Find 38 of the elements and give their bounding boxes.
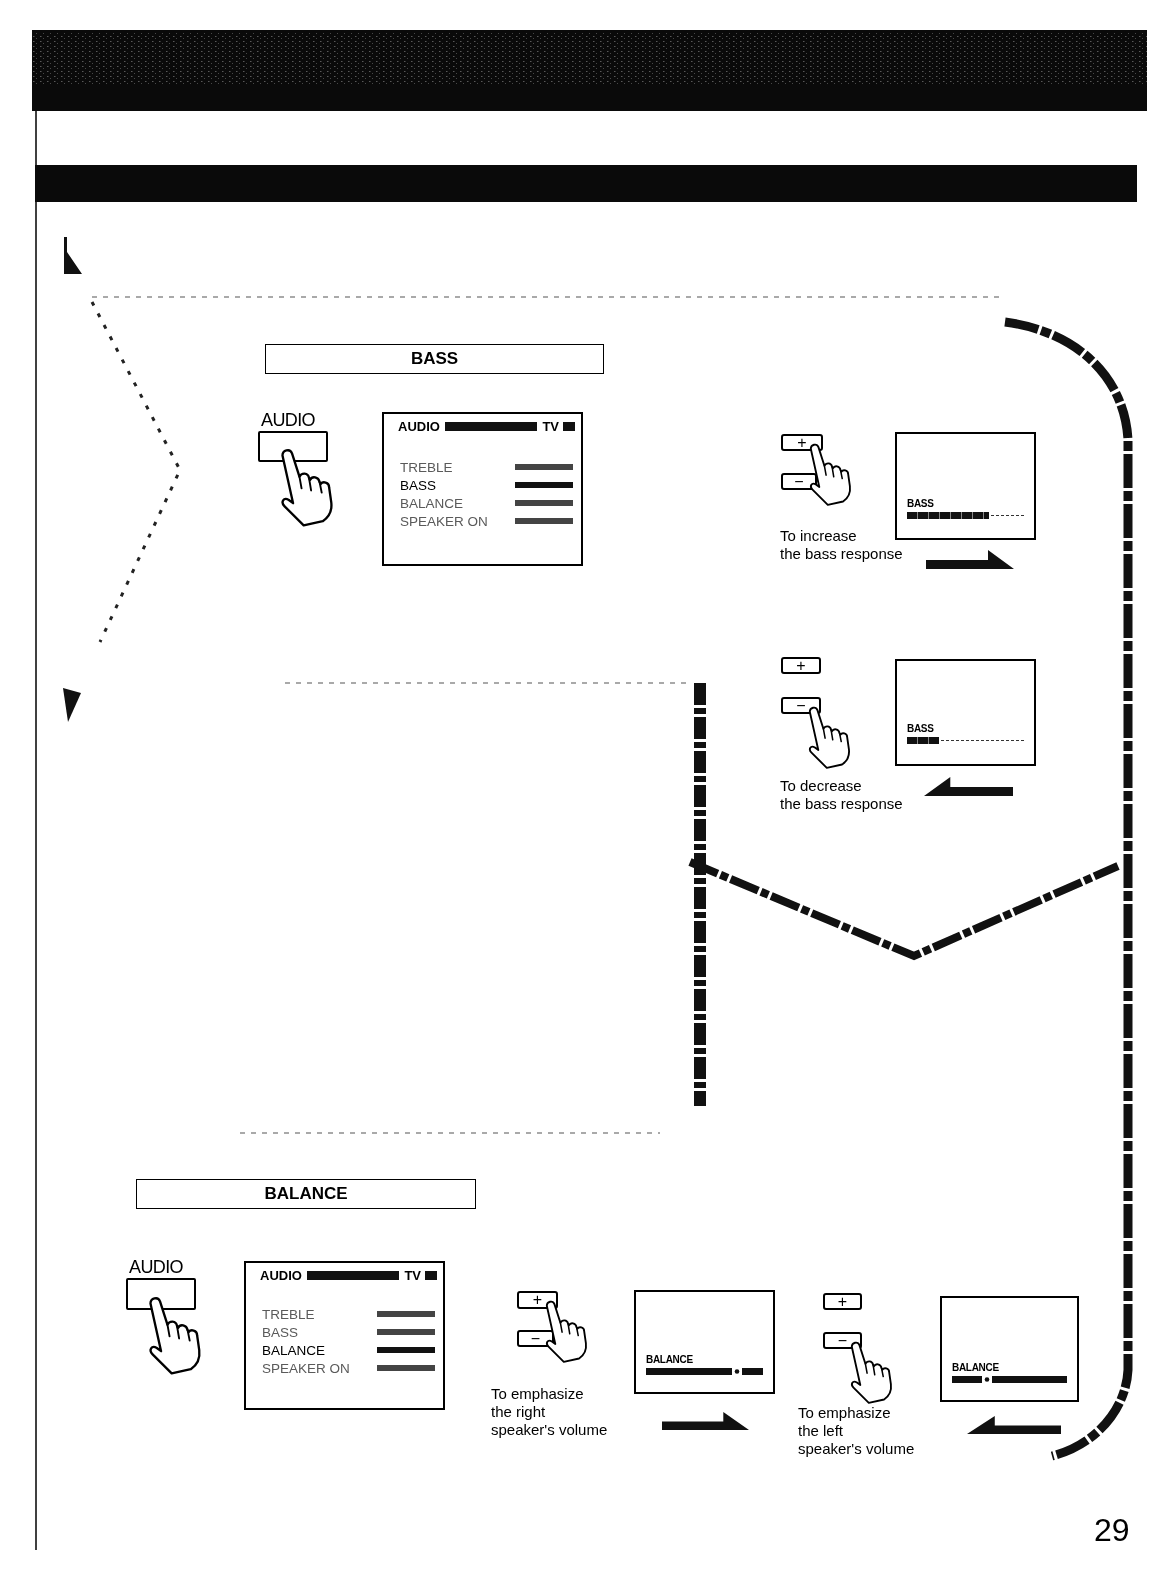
on-screen-label: BASS (907, 723, 934, 735)
tv-screen (940, 1296, 1079, 1402)
remote-key: + (781, 434, 823, 451)
menu-item: SPEAKER ON (400, 513, 488, 529)
header-band (32, 30, 1147, 111)
menu-item: SPEAKER ON (262, 1360, 350, 1376)
instruction-text: To increase the bass response (780, 527, 903, 563)
menu-item: TREBLE (400, 459, 453, 475)
instruction-text: To decrease the bass response (780, 777, 903, 813)
menu-title: AUDIO (398, 418, 440, 434)
menu-screen (244, 1261, 445, 1410)
section-heading: BASS (265, 344, 604, 374)
menu-item: BASS (400, 477, 437, 493)
on-screen-label: BASS (907, 498, 934, 510)
remote-key: − (781, 473, 817, 490)
page-number: 29 (1094, 1511, 1130, 1549)
remote-key: + (823, 1293, 862, 1310)
on-screen-label: BALANCE (952, 1362, 999, 1374)
on-screen-label: BALANCE (646, 1354, 693, 1366)
section-bar (35, 165, 1137, 202)
instruction-text: To emphasize the right speaker's volume (491, 1385, 608, 1439)
tv-screen (895, 432, 1036, 540)
menu-item: BALANCE (262, 1342, 326, 1358)
menu-title: AUDIO (260, 1267, 302, 1283)
menu-item: TREBLE (262, 1306, 315, 1322)
tv-screen (634, 1290, 775, 1394)
instruction-text: To emphasize the left speaker's volume (798, 1404, 915, 1458)
menu-screen (382, 412, 583, 566)
menu-source-label: TV (404, 1267, 421, 1283)
button-label: AUDIO (261, 410, 315, 430)
menu-source-label: TV (542, 418, 559, 434)
remote-key: + (781, 657, 821, 674)
remote-key: + (517, 1291, 558, 1309)
button-label: AUDIO (129, 1257, 183, 1277)
tv-screen (895, 659, 1036, 766)
menu-item: BALANCE (400, 495, 464, 511)
menu-item: BASS (262, 1324, 299, 1340)
section-heading: BALANCE (136, 1179, 476, 1209)
